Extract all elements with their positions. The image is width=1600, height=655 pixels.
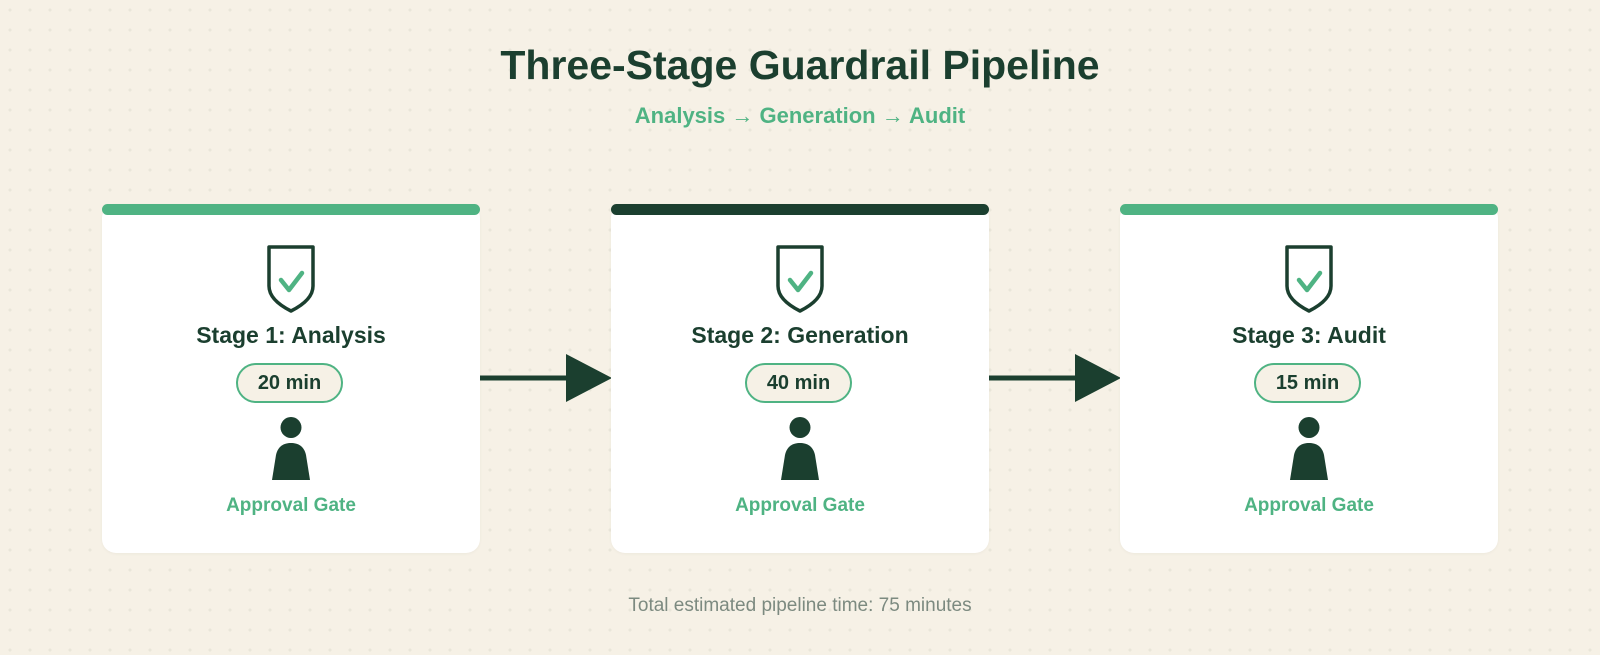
approval-gate-label: Approval Gate (1244, 495, 1374, 516)
page-title: Three-Stage Guardrail Pipeline (500, 42, 1100, 88)
shield-check-icon (1284, 244, 1334, 314)
stage-accent-bar (1120, 204, 1498, 215)
stage-title: Stage 2: Generation (691, 322, 909, 348)
approval-gate-label: Approval Gate (226, 495, 356, 516)
page-subtitle: Analysis → Generation → Audit (634, 103, 966, 128)
stage-title: Stage 1: Analysis (196, 322, 386, 348)
arrow-right-icon (480, 354, 612, 402)
stage-accent-bar (611, 204, 989, 215)
duration-badge: 20 min (236, 363, 343, 403)
duration-badge: 40 min (745, 363, 852, 403)
stage-card-audit: Stage 3: Audit 15 min Approval Gate (1120, 204, 1498, 553)
stage-card-analysis: Stage 1: Analysis 20 min Approval Gate (102, 204, 480, 553)
arrow-right-icon (989, 354, 1121, 402)
duration-badge: 15 min (1254, 363, 1361, 403)
approval-gate-label: Approval Gate (735, 495, 865, 516)
stage-title: Stage 3: Audit (1232, 322, 1386, 348)
stage-accent-bar (102, 204, 480, 215)
person-icon (268, 417, 314, 480)
shield-check-icon (266, 244, 316, 314)
stage-card-generation: Stage 2: Generation 40 min Approval Gate (611, 204, 989, 553)
shield-check-icon (775, 244, 825, 314)
person-icon (1286, 417, 1332, 480)
person-icon (777, 417, 823, 480)
total-time-note: Total estimated pipeline time: 75 minute… (628, 595, 972, 616)
